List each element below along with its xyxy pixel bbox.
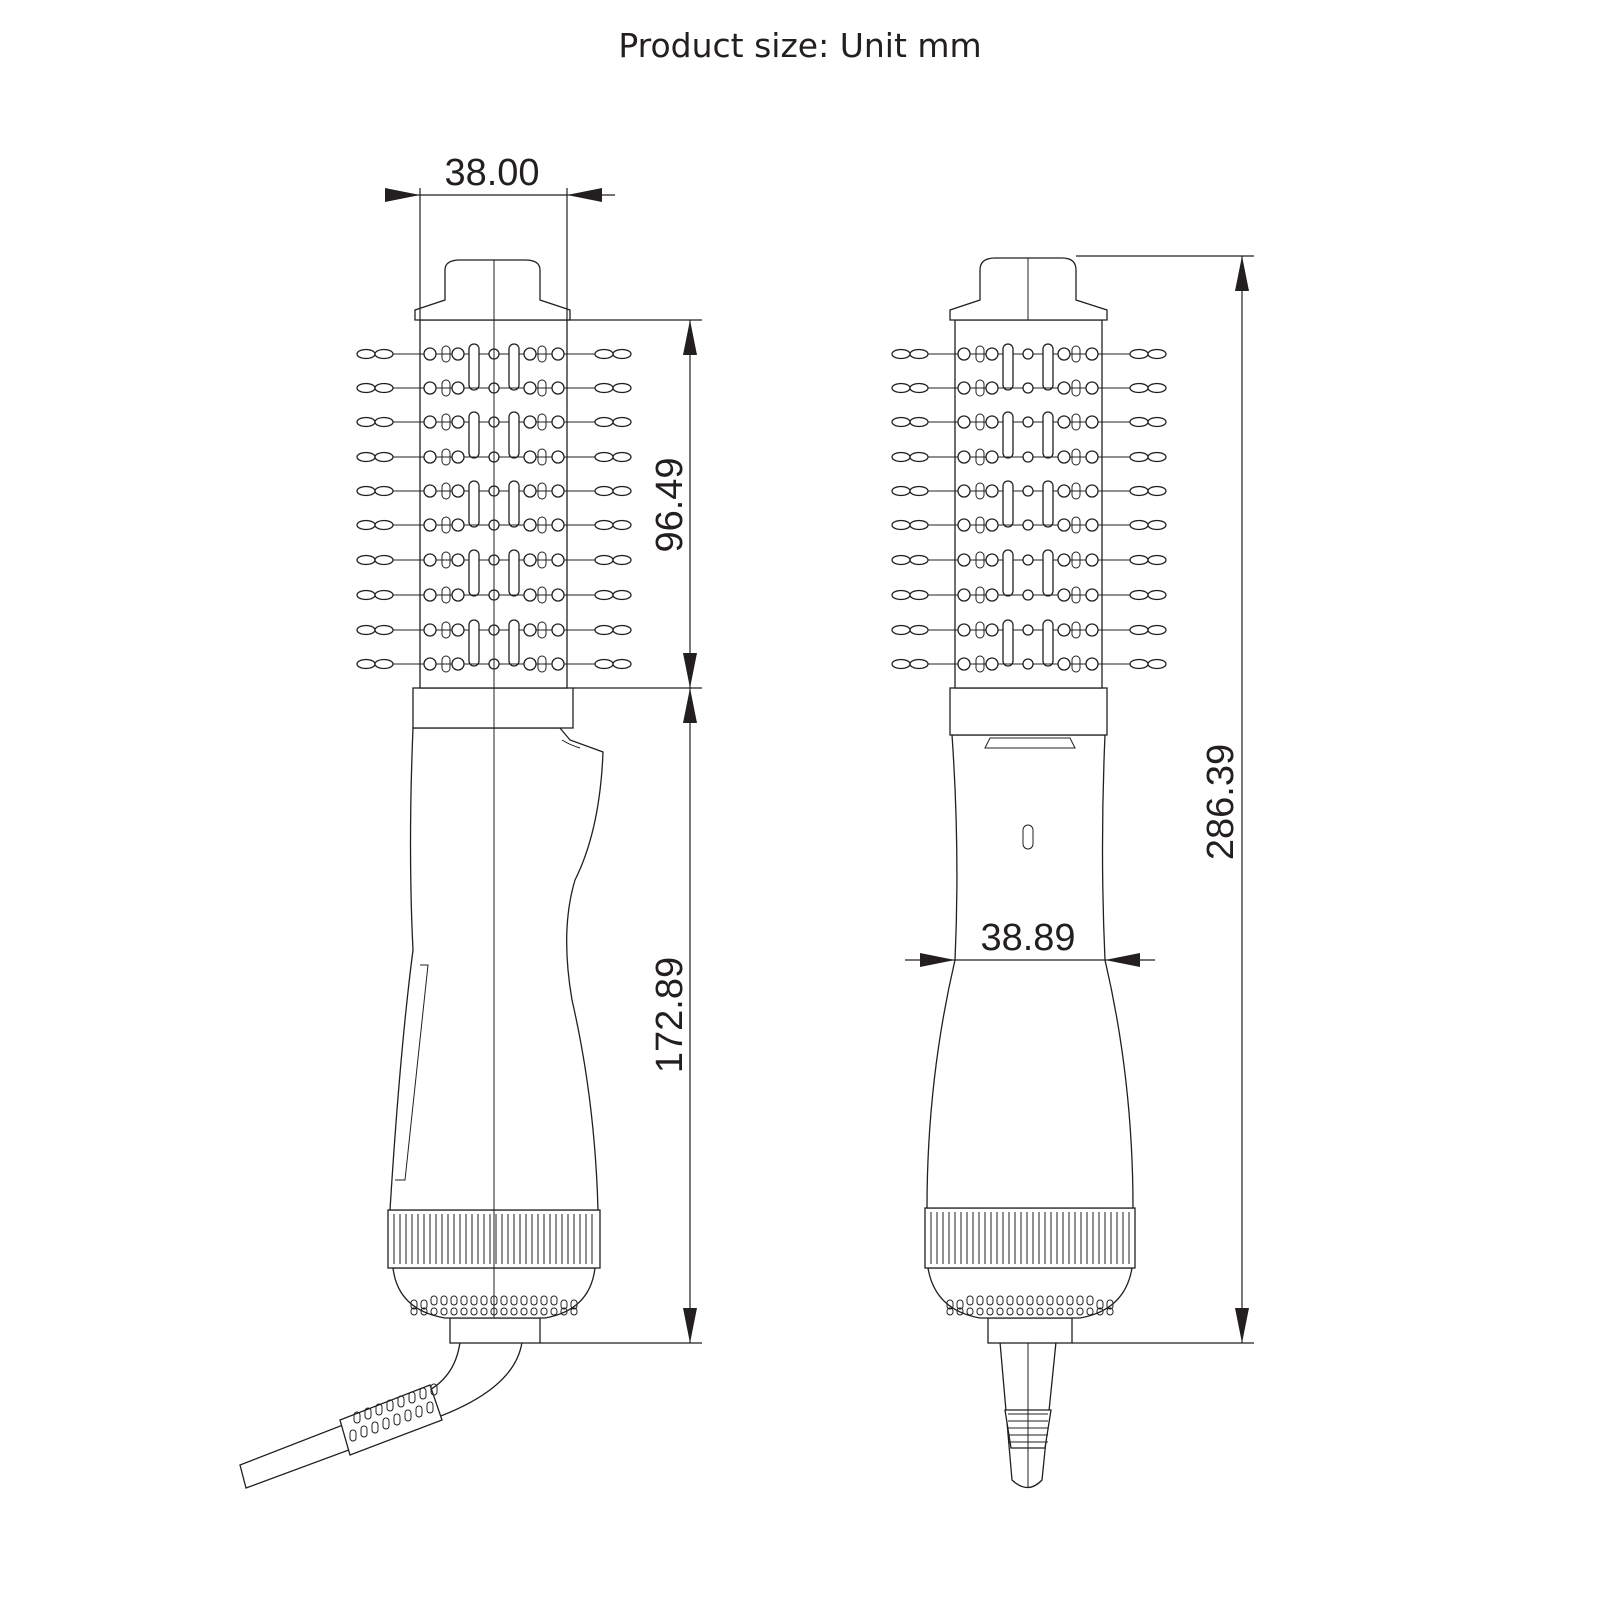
indicator-light bbox=[1022, 824, 1034, 850]
bristle-row bbox=[891, 586, 1167, 604]
bristle-row bbox=[891, 448, 1167, 466]
bristle-row bbox=[356, 480, 632, 528]
cord-strain-relief bbox=[339, 1384, 443, 1456]
dimension-label: 96.49 bbox=[649, 457, 691, 552]
collar bbox=[412, 687, 574, 729]
dimension-label: 286.39 bbox=[1200, 744, 1242, 860]
bristle-row bbox=[891, 480, 1167, 528]
barrel-cap bbox=[414, 259, 571, 321]
bristle-row bbox=[356, 549, 632, 597]
dimension-handle-width: 38.89 bbox=[905, 917, 1155, 967]
bristle-row bbox=[891, 655, 1167, 673]
cord-connector bbox=[449, 1317, 541, 1344]
cord-connector bbox=[987, 1317, 1073, 1344]
dimension-barrel-width: 38.00 bbox=[385, 152, 615, 320]
dimension-label: 172.89 bbox=[649, 957, 691, 1073]
handle bbox=[389, 727, 604, 1211]
front-view bbox=[891, 257, 1167, 1489]
collar bbox=[949, 687, 1108, 736]
bristle-row bbox=[356, 411, 632, 459]
dimension-label: 38.89 bbox=[980, 917, 1075, 959]
dimension-label: 38.00 bbox=[444, 152, 539, 194]
dimension-barrel-length: 96.49 bbox=[567, 319, 702, 689]
diagram-title: Product size: Unit mm bbox=[618, 26, 982, 65]
dimension-handle-length: 172.89 bbox=[540, 688, 702, 1344]
bristle-row bbox=[356, 586, 632, 604]
bristle-row bbox=[891, 516, 1167, 534]
dimension-total-length: 286.39 bbox=[1072, 255, 1254, 1344]
handle bbox=[926, 734, 1134, 1209]
bristle-row bbox=[891, 343, 1167, 391]
bristle-row bbox=[356, 379, 632, 397]
adjustment-ring bbox=[924, 1207, 1136, 1269]
base-vent bbox=[927, 1267, 1133, 1319]
bristle-row bbox=[356, 619, 632, 667]
bristle-row bbox=[356, 655, 632, 673]
bristle-row bbox=[891, 379, 1167, 397]
bristle-row bbox=[891, 411, 1167, 459]
bristle-row bbox=[891, 549, 1167, 597]
bristle-row bbox=[891, 619, 1167, 667]
side-view bbox=[239, 259, 632, 1489]
